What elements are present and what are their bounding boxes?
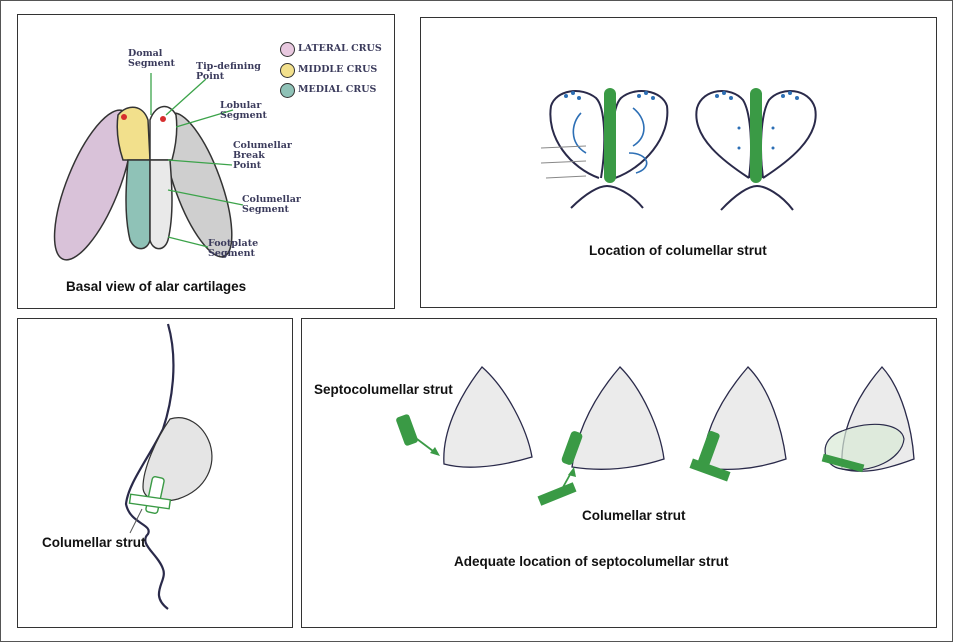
right-nose-base (721, 186, 793, 210)
label-septocolumellar-strut: Septocolumellar strut (314, 382, 453, 397)
strut-graft-1 (395, 414, 418, 447)
panel-columellar-strut-location: Location of columellar strut (420, 17, 937, 308)
legend-medial-crus: MEDIAL CRUS (298, 84, 376, 95)
basal-view-strut-diagram (421, 18, 936, 307)
middle-crus-right (150, 107, 177, 160)
label-domal-segment: Domal Segment (128, 49, 175, 69)
panel-septocolumellar: Septocolumellar strut Columellar strut A… (301, 318, 937, 628)
legend-middle-crus: MIDDLE CRUS (298, 64, 377, 75)
label-tip-defining-point: Tip-defining Point (196, 62, 261, 82)
caption-location-strut: Location of columellar strut (589, 243, 767, 258)
septum-shape-3 (702, 367, 786, 469)
septum-shape-1 (444, 367, 532, 467)
legend-lateral-crus: LATERAL CRUS (298, 43, 382, 54)
tip-point-left (121, 114, 127, 120)
panel-alar-cartilages: Domal Segment Tip-defining Point Lobular… (17, 14, 395, 309)
columellar-strut-right (750, 88, 762, 183)
left-nose-base (571, 186, 643, 208)
medial-crus-right (150, 160, 172, 249)
tip-point-right (160, 116, 166, 122)
legend-swatch-middle (280, 63, 295, 78)
septocolumellar-diagram (302, 319, 936, 627)
label-columellar-strut-bottom: Columellar strut (582, 508, 686, 523)
label-footplate-segment: Footplate Segment (208, 239, 258, 259)
septum-shape-2 (572, 367, 664, 469)
label-columellar-strut-side: Columellar strut (42, 535, 146, 550)
medial-crus-left (126, 160, 150, 249)
panel-lateral-view: Columellar strut (17, 318, 293, 628)
lateral-nose-diagram (18, 319, 292, 627)
left-nose-outline-left (550, 91, 604, 178)
label-columellar-segment: Columellar Segment (242, 195, 301, 215)
legend-swatch-medial (280, 83, 295, 98)
left-nose-outline-right (613, 91, 668, 178)
right-nose-outline-right (761, 91, 816, 178)
legend-swatch-lateral (280, 42, 295, 57)
caption-adequate-location: Adequate location of septocolumellar str… (454, 554, 729, 569)
caption-basal-view: Basal view of alar cartilages (66, 279, 246, 294)
columellar-strut-bar (538, 482, 577, 506)
columellar-strut-left (604, 88, 616, 183)
alar-cartilage-diagram (18, 15, 394, 308)
label-columellar-break-point: Columellar Break Point (233, 141, 292, 171)
label-lobular-segment: Lobular Segment (220, 101, 267, 121)
right-nose-outline-left (696, 91, 751, 178)
